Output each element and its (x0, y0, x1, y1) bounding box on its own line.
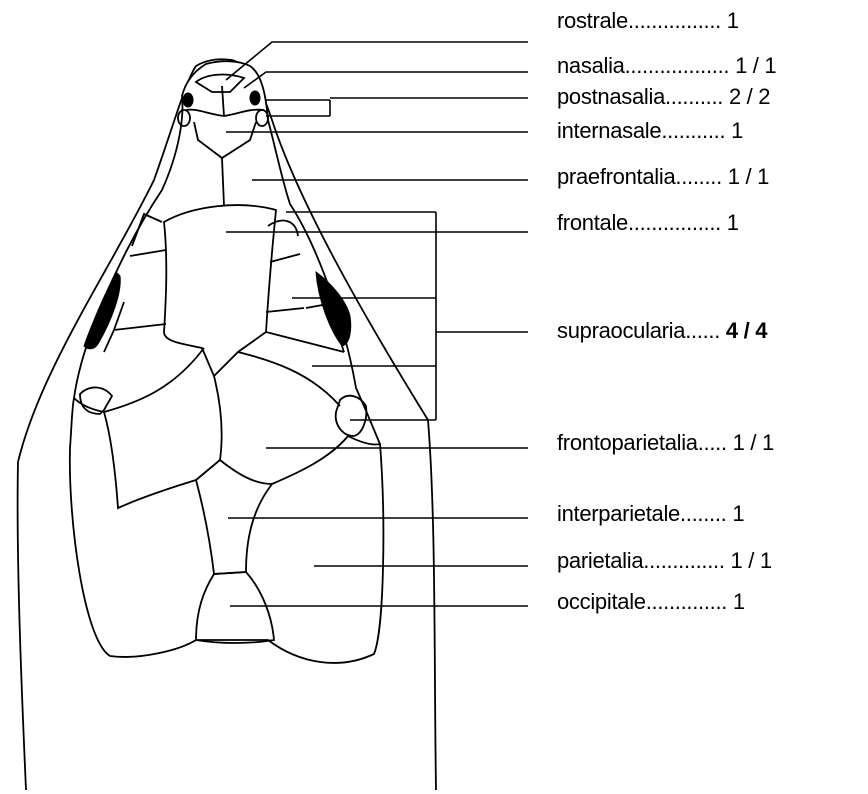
label-supraocularia: supraocularia...... 4 / 4 (557, 320, 767, 342)
label-name: praefrontalia (557, 164, 675, 189)
label-value: 1 (733, 589, 745, 614)
label-dots: .............. (643, 548, 724, 573)
leader-rostrale (226, 42, 528, 80)
label-dots: ........ (680, 501, 727, 526)
label-dots: ................ (628, 8, 721, 33)
label-parietalia: parietalia.............. 1 / 1 (557, 550, 772, 572)
leader-nasalia (244, 72, 528, 88)
label-dots: .............. (646, 589, 727, 614)
label-dots: .......... (665, 84, 723, 109)
label-value: 1 / 1 (735, 53, 776, 78)
label-rostrale: rostrale................ 1 (557, 10, 739, 32)
label-dots: ................ (628, 210, 721, 235)
label-name: parietalia (557, 548, 643, 573)
label-dots: ........ (675, 164, 722, 189)
label-name: supraocularia (557, 318, 685, 343)
label-name: interparietale (557, 501, 680, 526)
label-name: internasale (557, 118, 661, 143)
label-name: nasalia (557, 53, 625, 78)
label-name: occipitale (557, 589, 646, 614)
nostril-right (250, 91, 260, 105)
label-value: 4 / 4 (726, 318, 767, 343)
label-value: 1 (731, 118, 743, 143)
nostril-left (183, 93, 193, 107)
label-name: frontoparietalia (557, 430, 698, 455)
label-dots: ........... (661, 118, 725, 143)
leader-postnasalia (266, 98, 528, 116)
label-occipitale: occipitale.............. 1 (557, 591, 745, 613)
label-value: 1 (727, 8, 739, 33)
label-nasalia: nasalia.................. 1 / 1 (557, 55, 776, 77)
label-value: 1 / 1 (728, 164, 769, 189)
label-value: 1 / 1 (730, 548, 771, 573)
label-dots: .................. (625, 53, 730, 78)
label-name: postnasalia (557, 84, 665, 109)
label-frontale: frontale................ 1 (557, 212, 739, 234)
head-shields (70, 61, 384, 663)
label-postnasalia: postnasalia.......... 2 / 2 (557, 86, 770, 108)
label-praefrontalia: praefrontalia........ 1 / 1 (557, 166, 769, 188)
label-name: rostrale (557, 8, 628, 33)
label-value: 1 (732, 501, 744, 526)
label-dots: ...... (685, 318, 720, 343)
label-interparietale: interparietale........ 1 (557, 503, 744, 525)
label-frontoparietalia: frontoparietalia..... 1 / 1 (557, 432, 774, 454)
label-value: 1 / 1 (733, 430, 774, 455)
label-value: 1 (727, 210, 739, 235)
label-internasale: internasale........... 1 (557, 120, 743, 142)
label-name: frontale (557, 210, 628, 235)
label-dots: ..... (698, 430, 727, 455)
label-value: 2 / 2 (729, 84, 770, 109)
